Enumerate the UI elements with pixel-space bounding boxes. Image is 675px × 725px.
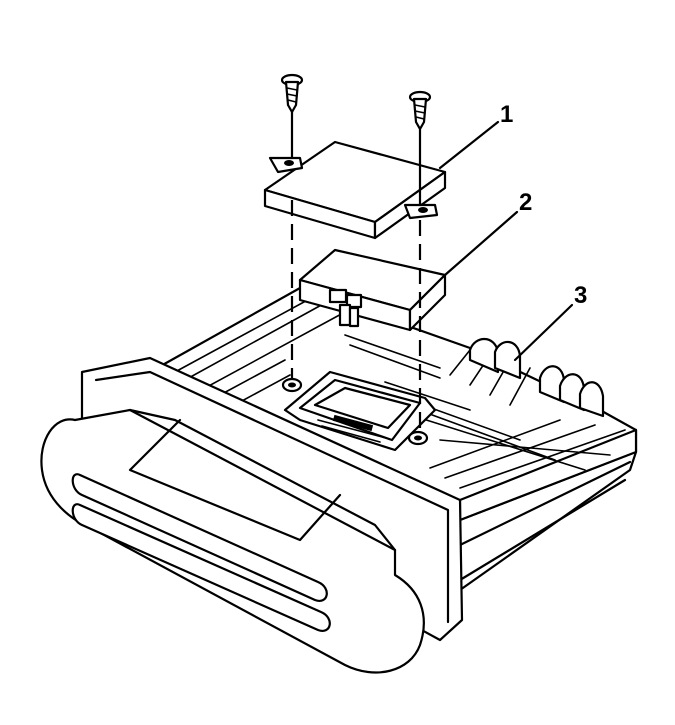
mounting-screw-left	[280, 73, 304, 160]
cooling-fins	[174, 295, 626, 489]
rear-ridges	[468, 337, 605, 418]
callout-3: 3	[513, 282, 587, 362]
control-module-housing	[40, 286, 638, 674]
callout-number-3: 3	[574, 282, 587, 309]
callout-2: 2	[443, 189, 532, 277]
callout-1: 1	[438, 101, 513, 170]
alignment-lines	[290, 200, 422, 432]
callout-number-2: 2	[519, 189, 532, 216]
mounting-screw-right	[408, 90, 432, 207]
callout-number-1: 1	[500, 101, 513, 128]
